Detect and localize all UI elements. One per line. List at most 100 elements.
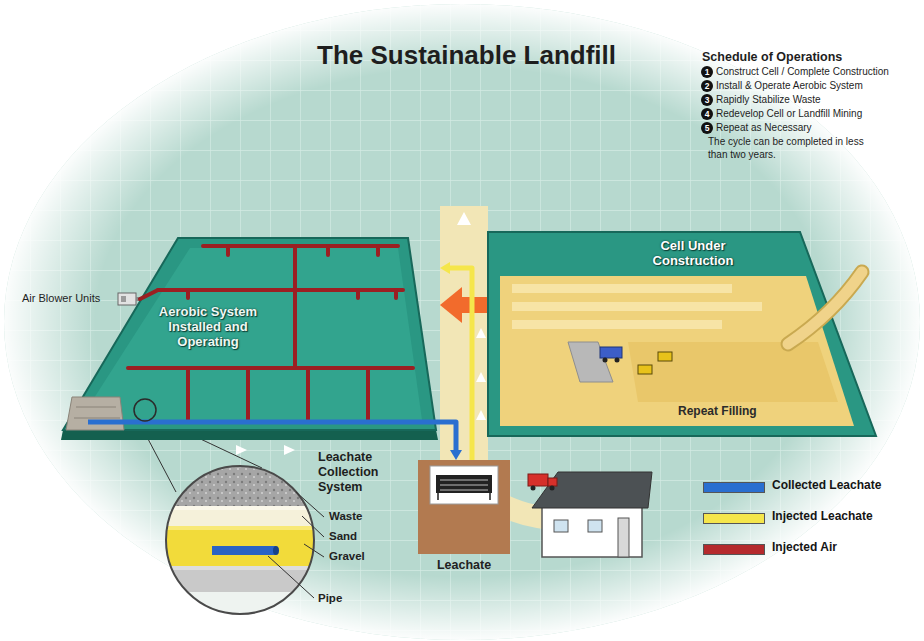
aerobic-cell-shape-part: [63, 238, 436, 430]
part-label: Leachate Collection System: [318, 450, 410, 495]
liner-inset-part: [166, 466, 314, 614]
leachate-tank-shape-part: [436, 475, 492, 493]
flow-connector-part: [440, 422, 456, 451]
leader-lines-part: [268, 556, 314, 598]
callout-number: 2: [701, 80, 713, 92]
leachate-tank-shape-part: [418, 460, 510, 554]
red-truck-part: [550, 486, 555, 491]
aerobic-cell: Aerobic System Installed and Operating: [58, 232, 440, 442]
construction-cell-shape-part: [615, 358, 620, 363]
schedule-heading: Schedule of Operations: [702, 50, 842, 64]
node-text: Cell Under Construction: [638, 238, 748, 268]
aerobic-cell-shape-part-part: [128, 246, 413, 368]
flow-arrows-part: [236, 445, 247, 455]
liner-inset-part-part: [160, 526, 322, 566]
access-road-part: [476, 410, 486, 420]
construction-cell-shape-part: [512, 320, 722, 329]
construction-cell-shape-part: [658, 352, 672, 361]
access-road-part: [476, 328, 486, 338]
schedule-step: Construct Cell / Complete Construction: [716, 66, 889, 78]
node-text: Leachate: [418, 558, 510, 572]
diagram-title: The Sustainable Landfill: [317, 40, 616, 71]
access-road-part: [457, 212, 471, 225]
construction-cell-shape-part: [488, 232, 876, 436]
construction-cell-shape-part: [628, 342, 838, 402]
flow-arrows-part: [284, 445, 295, 455]
callout-number: 4: [701, 108, 713, 120]
air-blower-unit-part: [121, 296, 126, 302]
liner-inset-part-part: [160, 566, 322, 570]
red-truck-part: [528, 474, 548, 486]
liner-inset-part-part: [160, 526, 322, 530]
air-blower-unit: [118, 293, 140, 305]
construction-cell-shape-part: [603, 358, 608, 363]
grid-ground-part: [4, 4, 920, 640]
leader-lines-part: [296, 492, 324, 517]
farm-house: [532, 472, 652, 557]
layer-label: Pipe: [318, 592, 342, 604]
part-label: Air Blower Units: [22, 292, 100, 304]
legend-text: Collected Leachate: [772, 478, 881, 492]
construction-cell-shape-part: [500, 276, 854, 426]
legend-text: Injected Leachate: [772, 509, 873, 523]
construction-cell-shape-part: [512, 302, 762, 311]
flow-connector-part: [440, 287, 462, 323]
leader-lines-part: [302, 516, 324, 537]
air-blower-unit-part: [118, 293, 136, 305]
farm-house-part: [532, 472, 652, 508]
liner-inset-part-part: [160, 506, 322, 510]
leader-lines-part: [304, 544, 324, 557]
flow-connector-part: [440, 262, 450, 274]
aerobic-cell-shape-part: [61, 430, 438, 440]
node-text: Aerobic System Installed and Operating: [143, 304, 273, 349]
construction-cell-shape-part: [512, 284, 732, 293]
aerobic-cell-shape-part: [80, 248, 422, 420]
liner-inset-part: [160, 466, 322, 592]
leachate-tank-shape: [418, 460, 510, 554]
farm-house-part: [542, 505, 642, 557]
construction-cell-shape-part: [788, 272, 862, 344]
aerobic-cell-shape-part: [74, 407, 120, 418]
aerobic-cell-shape-part: [134, 399, 156, 421]
flow-connector-part: [450, 450, 462, 460]
liner-inset-part-part: [212, 546, 276, 555]
construction-cell-shape-part: [638, 365, 652, 374]
leachate-tank-shape-part: [440, 480, 488, 490]
layer-label: Sand: [329, 530, 357, 542]
grid-ground-part: [4, 4, 920, 640]
farm-house-part: [554, 520, 568, 532]
red-truck: [528, 474, 557, 491]
farm-house-part: [618, 518, 629, 557]
aerobic-cell-shape-part: [66, 397, 124, 430]
callout-number: 5: [701, 122, 713, 134]
schedule-step: Redevelop Cell or Landfill Mining: [716, 108, 862, 120]
schedule-note: The cycle can be completed in less than …: [708, 135, 868, 161]
access-road-part: [440, 206, 488, 470]
construction-cell: Cell Under ConstructionRepeat Filling: [488, 232, 880, 442]
legend-text: Injected Air: [772, 540, 837, 554]
leachate-tank: Leachate: [418, 460, 510, 574]
aerobic-cell-shape: [58, 232, 440, 442]
node-text: Repeat Filling: [678, 404, 757, 418]
schedule-step: Install & Operate Aerobic System: [716, 80, 863, 92]
liner-inset-part-part: [160, 466, 322, 506]
red-truck-part: [548, 478, 557, 486]
schedule-step: Rapidly Stabilize Waste: [716, 94, 821, 106]
liner-inset-part-part: [160, 506, 322, 526]
flow-connector-part: [449, 268, 472, 460]
flow-connector: [440, 287, 488, 323]
schedule-step: Repeat as Necessary: [716, 122, 812, 134]
aerobic-cell-shape-part: [128, 246, 413, 420]
callout-number: 1: [701, 66, 713, 78]
flow-connector: [440, 262, 472, 460]
legend-swatch: [703, 513, 765, 524]
leachate-tank-shape-part: [430, 466, 498, 504]
flow-arrows: [236, 445, 295, 455]
aerobic-cell-shape-part-part: [140, 290, 158, 299]
liner-inset: [160, 466, 322, 614]
red-truck-part: [531, 486, 536, 491]
legend-swatch: [703, 544, 765, 555]
construction-cell-shape-part: [788, 272, 862, 344]
